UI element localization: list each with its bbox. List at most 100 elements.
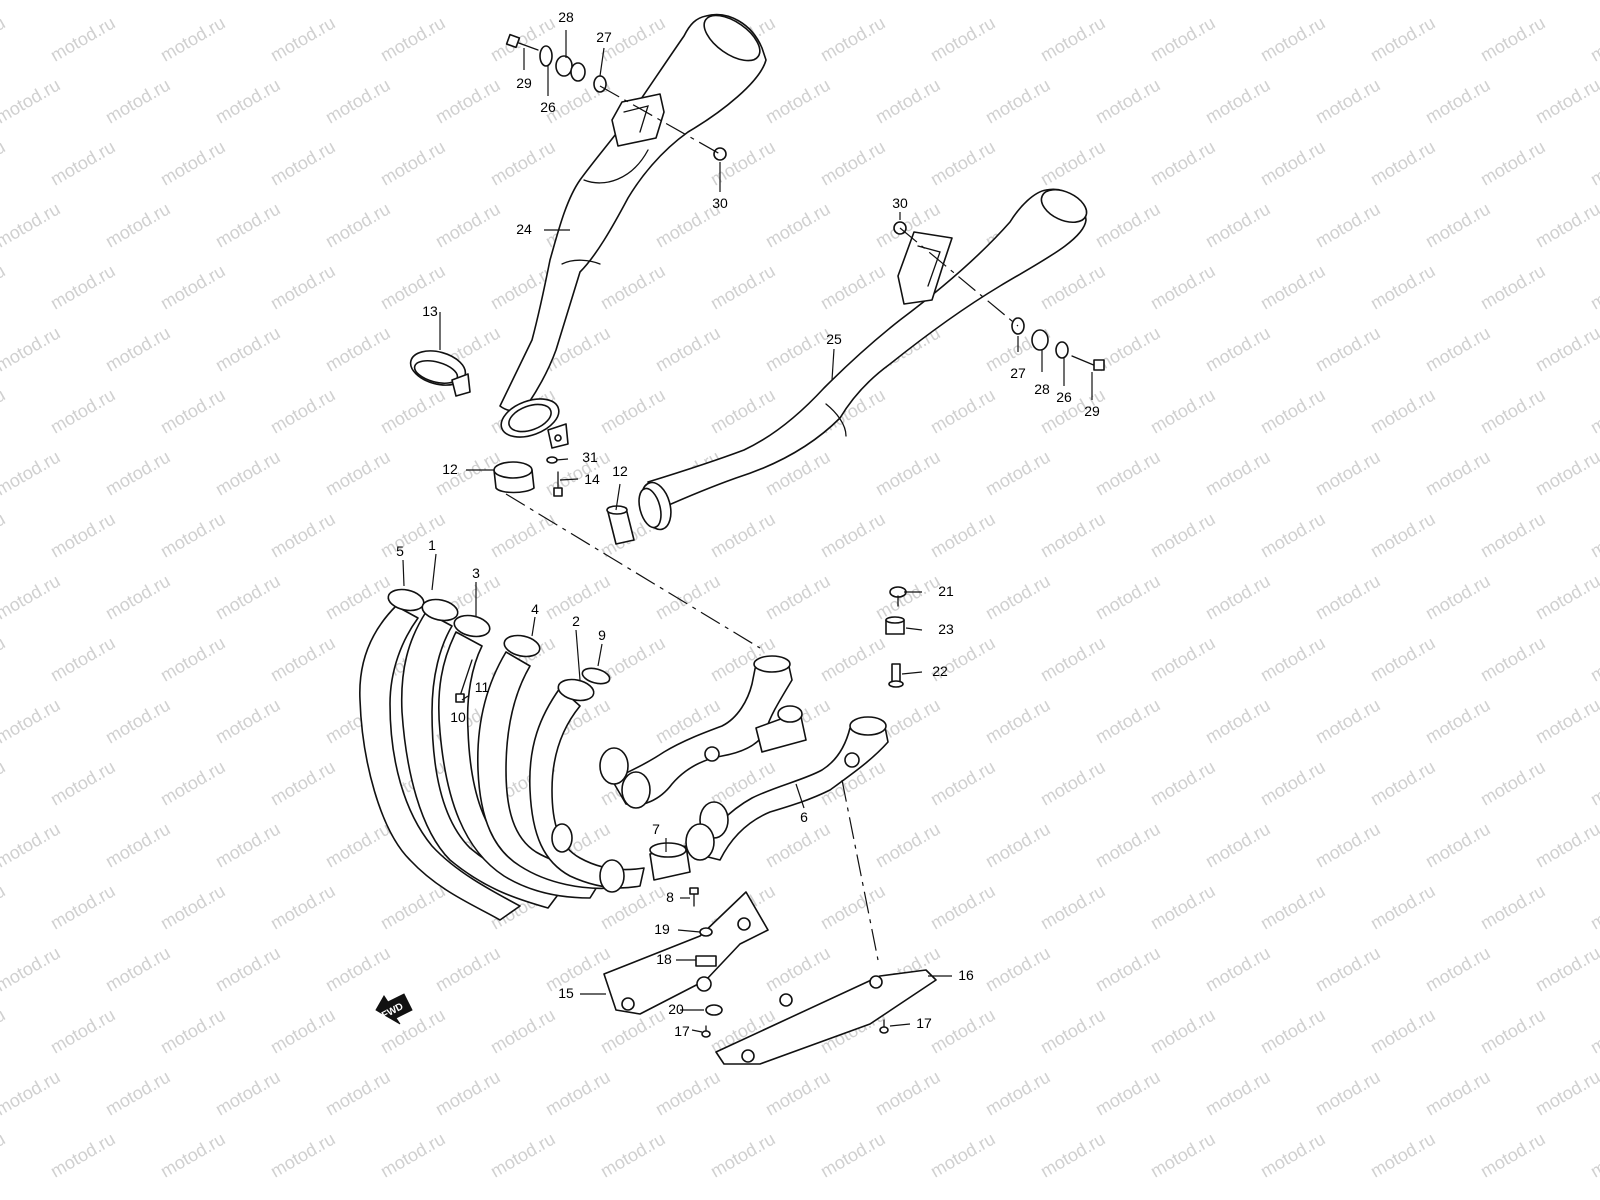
watermark-text: motod.ru	[1477, 509, 1549, 562]
watermark-text: motod.ru	[927, 385, 999, 438]
watermark-text: motod.ru	[0, 0, 64, 3]
watermark-text: motod.ru	[652, 323, 724, 376]
watermark-text: motod.ru	[0, 323, 64, 376]
watermark-text: motod.ru	[1202, 0, 1274, 3]
watermark-text: motod.ru	[157, 1129, 229, 1182]
watermark-text: motod.ru	[1422, 0, 1494, 3]
watermark-text: motod.ru	[762, 323, 834, 376]
watermark-text: motod.ru	[432, 943, 504, 996]
callout-22: 22	[932, 663, 948, 679]
watermark-text: motod.ru	[1587, 633, 1600, 686]
watermark-text: motod.ru	[817, 633, 889, 686]
callout-15: 15	[558, 985, 574, 1001]
watermark-text: motod.ru	[597, 1129, 669, 1182]
watermark-text: motod.ru	[927, 13, 999, 66]
callout-27-right: 27	[1010, 365, 1026, 381]
watermark-text: motod.ru	[212, 695, 284, 748]
watermark-text: motod.ru	[212, 819, 284, 872]
watermark-text: motod.ru	[982, 447, 1054, 500]
watermark-text: motod.ru	[1147, 1129, 1219, 1182]
watermark-text: motod.ru	[1147, 385, 1219, 438]
watermark-text: motod.ru	[982, 695, 1054, 748]
watermark-text: motod.ru	[432, 1067, 504, 1120]
watermark-text: motod.ru	[157, 261, 229, 314]
callout-27-left: 27	[596, 29, 612, 45]
watermark-text: motod.ru	[817, 881, 889, 934]
watermark-text: motod.ru	[1477, 261, 1549, 314]
callout-30-right: 30	[892, 195, 908, 211]
watermark-text: motod.ru	[762, 1067, 834, 1120]
watermark-text: motod.ru	[707, 385, 779, 438]
watermark-text: motod.ru	[1092, 447, 1164, 500]
watermark-text: motod.ru	[432, 199, 504, 252]
watermark-text: motod.ru	[267, 1129, 339, 1182]
watermark-text: motod.ru	[1422, 943, 1494, 996]
callout-21: 21	[938, 583, 954, 599]
watermark-text: motod.ru	[1532, 447, 1600, 500]
watermark-text: motod.ru	[212, 199, 284, 252]
watermark-text: motod.ru	[487, 137, 559, 190]
watermark-text: motod.ru	[1367, 633, 1439, 686]
watermark-text: motod.ru	[0, 199, 64, 252]
watermark-text: motod.ru	[1092, 571, 1164, 624]
watermark-text: motod.ru	[1037, 633, 1109, 686]
watermark-text: motod.ru	[1477, 137, 1549, 190]
callout-28-right: 28	[1034, 381, 1050, 397]
watermark-text: motod.ru	[212, 571, 284, 624]
watermark-text: motod.ru	[267, 881, 339, 934]
callout-12-left: 12	[442, 461, 458, 477]
callout-2: 2	[572, 613, 580, 629]
watermark-text: motod.ru	[1092, 0, 1164, 3]
watermark-text: motod.ru	[1202, 447, 1274, 500]
connector-sleeve	[649, 842, 691, 881]
watermark-text: motod.ru	[1037, 509, 1109, 562]
watermark-text: motod.ru	[1257, 261, 1329, 314]
watermark-text: motod.ru	[762, 0, 834, 3]
watermark-text: motod.ru	[212, 75, 284, 128]
callout-8: 8	[666, 889, 674, 905]
watermark-text: motod.ru	[1312, 199, 1384, 252]
watermark-text: motod.ru	[1367, 261, 1439, 314]
watermark-text: motod.ru	[927, 509, 999, 562]
gasket-ring	[581, 667, 611, 685]
watermark-text: motod.ru	[707, 1129, 779, 1182]
watermark-text: motod.ru	[0, 1005, 9, 1058]
watermark-text: motod.ru	[267, 509, 339, 562]
watermark-text: motod.ru	[927, 137, 999, 190]
watermark-text: motod.ru	[1037, 881, 1109, 934]
watermark-text: motod.ru	[1312, 819, 1384, 872]
watermark-text: motod.ru	[487, 509, 559, 562]
watermark-text: motod.ru	[982, 571, 1054, 624]
watermark-text: motod.ru	[1477, 633, 1549, 686]
watermark-text: motod.ru	[1422, 1067, 1494, 1120]
callout-11: 11	[475, 679, 490, 695]
watermark-text: motod.ru	[1367, 137, 1439, 190]
watermark-text: motod.ru	[707, 261, 779, 314]
watermark-text: motod.ru	[1422, 571, 1494, 624]
watermark-text: motod.ru	[1532, 943, 1600, 996]
watermark-text: motod.ru	[707, 137, 779, 190]
watermark-text: motod.ru	[1367, 1129, 1439, 1182]
watermark-text: motod.ru	[102, 75, 174, 128]
watermark-text: motod.ru	[1367, 13, 1439, 66]
watermark-text: motod.ru	[1312, 75, 1384, 128]
watermark-text: motod.ru	[102, 1067, 174, 1120]
watermark-text: motod.ru	[322, 943, 394, 996]
watermark-text: motod.ru	[1257, 509, 1329, 562]
callout-10: 10	[450, 709, 466, 725]
watermark-text: motod.ru	[872, 75, 944, 128]
watermark-text: motod.ru	[1532, 323, 1600, 376]
watermark-text: motod.ru	[212, 447, 284, 500]
watermark-text: motod.ru	[762, 75, 834, 128]
watermark-text: motod.ru	[212, 1067, 284, 1120]
callout-3: 3	[472, 565, 480, 581]
watermark-text: motod.ru	[1092, 695, 1164, 748]
watermark-text: motod.ru	[267, 633, 339, 686]
watermark-text: motod.ru	[652, 571, 724, 624]
watermark-text: motod.ru	[872, 571, 944, 624]
watermark-text: motod.ru	[1367, 757, 1439, 810]
callout-18: 18	[656, 951, 672, 967]
watermark-text: motod.ru	[0, 1129, 9, 1182]
watermark-text: motod.ru	[1532, 819, 1600, 872]
watermark-text: motod.ru	[47, 633, 119, 686]
